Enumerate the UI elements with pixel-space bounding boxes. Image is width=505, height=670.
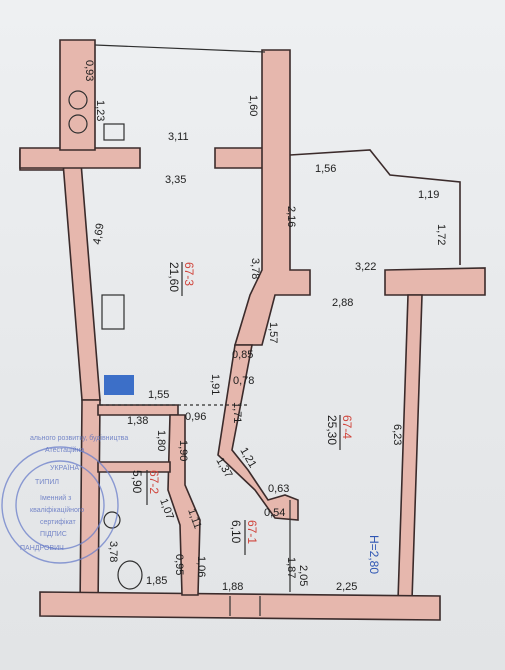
dim-label: 0,93 bbox=[83, 60, 95, 81]
dim-label: 1,60 bbox=[247, 95, 259, 116]
dim-label: 2,16 bbox=[285, 206, 297, 227]
stamp-line: Атестаційна bbox=[45, 446, 84, 454]
electric-panel-icon bbox=[101, 294, 125, 330]
dim-label: 1,38 bbox=[127, 415, 148, 427]
dim-label: 3,22 bbox=[355, 261, 376, 273]
dim-label: 1,55 bbox=[148, 389, 169, 401]
wall-bottom bbox=[39, 591, 441, 621]
dim-label: 0,85 bbox=[232, 349, 253, 361]
dim-label: 0,63 bbox=[268, 483, 289, 495]
stamp-line: кваліфікаційного bbox=[30, 506, 84, 514]
stamp-line: ТИПИЛ bbox=[35, 479, 59, 486]
stamp-outer-ring bbox=[1, 446, 119, 564]
dim-label: 1,72 bbox=[435, 224, 447, 245]
dim-label: 1,80 bbox=[155, 430, 167, 451]
wall-left-lower bbox=[79, 399, 101, 611]
dim-label: 3,11 bbox=[168, 131, 189, 143]
balcony-line bbox=[94, 44, 266, 53]
stamp-line: Іменний з bbox=[40, 494, 71, 502]
sink-icon bbox=[103, 123, 125, 141]
dim-label: 0,78 bbox=[233, 375, 254, 387]
wall-right-stub bbox=[384, 267, 486, 296]
dim-label: 0,54 bbox=[264, 507, 285, 519]
wall-left bbox=[61, 149, 101, 401]
wall-right bbox=[397, 294, 423, 601]
wall-bath bbox=[97, 404, 179, 416]
dim-label: 1,91 bbox=[209, 374, 221, 395]
wall-corridor bbox=[217, 344, 299, 521]
dim-label: 1,87 bbox=[285, 557, 297, 578]
dim-label: 1,23 bbox=[94, 100, 106, 121]
dim-label: 2,05 bbox=[297, 565, 309, 586]
dim-label: 1,56 bbox=[315, 163, 336, 175]
shaft-circle-1 bbox=[68, 90, 88, 110]
room-area: 21,60 bbox=[167, 262, 181, 292]
dim-label: 3,78 bbox=[107, 541, 119, 562]
dim-label: 1,71 bbox=[231, 402, 243, 423]
room-area: 5,90 bbox=[130, 470, 144, 494]
room-labels: 67-3 21,60 67-4 25,30 67-2 5,90 67-1 6,1… bbox=[130, 262, 381, 574]
wall-bath-mid bbox=[97, 461, 171, 473]
room-number: 67-4 bbox=[340, 415, 354, 439]
room-number: 67-2 bbox=[147, 470, 161, 494]
dim-label: 0,95 bbox=[173, 554, 185, 575]
toilet-icon bbox=[117, 560, 143, 590]
dim-label: 1,57 bbox=[267, 322, 279, 343]
dim-label: 0,96 bbox=[185, 411, 206, 423]
stamp-line: ПАНДРОВИЧ bbox=[20, 545, 64, 552]
dim-label: 3,35 bbox=[165, 174, 186, 186]
wall-bath-right bbox=[167, 414, 201, 596]
room-area: 6,10 bbox=[229, 520, 243, 544]
stamp-line: сертифікат bbox=[40, 518, 77, 526]
ceiling-height-label: H=2,80 bbox=[367, 535, 381, 574]
certification-stamp: ального розвитку, будівництва Атестаційн… bbox=[1, 434, 128, 564]
shaft-circle-2 bbox=[68, 114, 88, 134]
dim-label: 1,19 bbox=[418, 189, 439, 201]
wall-center bbox=[233, 49, 311, 346]
shower-drain-icon bbox=[103, 511, 121, 529]
dim-label: 1,90 bbox=[177, 440, 189, 461]
dim-label: 2,88 bbox=[332, 297, 353, 309]
stamp-line: ПІДПИС bbox=[40, 531, 67, 538]
dim-label: 4,69 bbox=[91, 222, 107, 245]
dim-label: 3,78 bbox=[249, 258, 261, 279]
stamp-line: УКРАЇНА bbox=[50, 464, 79, 472]
dim-label: 1,06 bbox=[195, 556, 207, 577]
room-number: 67-3 bbox=[182, 262, 196, 286]
dim-label: 2,25 bbox=[336, 581, 357, 593]
wall-bay bbox=[289, 149, 461, 265]
dim-label: 1,88 bbox=[222, 581, 243, 593]
stamp-line: ального розвитку, будівництва bbox=[30, 434, 128, 442]
stamp-inner-ring bbox=[15, 460, 105, 550]
room-number: 67-1 bbox=[245, 520, 259, 544]
dim-label: 1,85 bbox=[146, 575, 167, 587]
stove-icon bbox=[104, 375, 134, 395]
room-area: 25,30 bbox=[325, 415, 339, 445]
dim-label: 6,23 bbox=[391, 424, 403, 445]
wall-top-left bbox=[19, 147, 141, 169]
